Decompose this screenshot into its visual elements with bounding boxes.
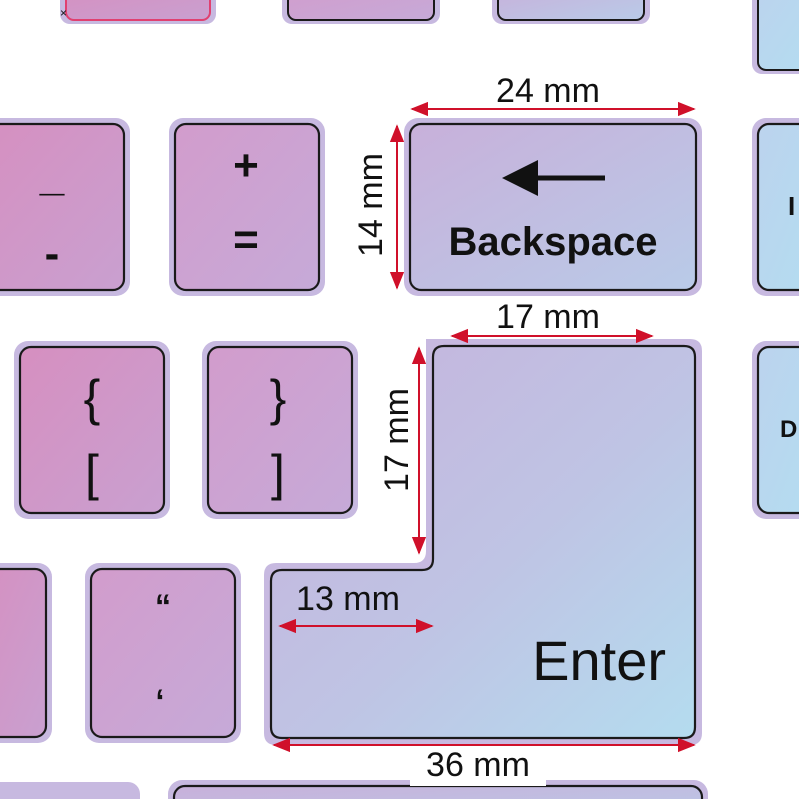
key-plus-top-glyph: +	[233, 141, 259, 190]
key-quote-top-glyph: “	[155, 588, 171, 624]
key-brace-close-top-glyph: }	[270, 370, 287, 426]
dimension-backspace-width: 24 mm	[410, 72, 696, 117]
partial-keys-top: ×	[60, 0, 799, 74]
dimension-enter-bottom-width-label: 36 mm	[426, 746, 530, 784]
dimension-enter-top-width: 17 mm	[450, 298, 654, 344]
key-brace-close[interactable]: } ]	[202, 341, 358, 519]
dimension-backspace-height-label: 14 mm	[352, 153, 390, 257]
key-brace-open-bottom-glyph: [	[85, 445, 99, 501]
key-minus-bottom-glyph: -	[45, 229, 60, 278]
key-plus[interactable]: + =	[169, 118, 325, 296]
key-enter-label: Enter	[532, 629, 666, 692]
dimension-enter-inner-width-label: 13 mm	[296, 580, 400, 618]
key-backspace-label: Backspace	[448, 220, 657, 264]
dimension-enter-inner-width: 13 mm	[278, 580, 434, 634]
dimension-enter-top-width-label: 17 mm	[496, 298, 600, 336]
key-enter[interactable]: Enter	[264, 339, 702, 745]
partial-key-right-2-label: D	[780, 416, 797, 443]
partial-key-right-1-label: I	[788, 191, 795, 221]
partial-key-left-bottom	[0, 563, 52, 743]
key-plus-bottom-glyph: =	[233, 215, 259, 264]
partial-keys-bottom	[0, 780, 708, 804]
dimension-enter-bottom-width: 36 mm	[272, 737, 696, 786]
dimension-backspace-height: 14 mm	[352, 124, 405, 290]
svg-text:×: ×	[60, 6, 67, 20]
key-minus[interactable]: _ -	[0, 118, 130, 296]
key-quote[interactable]: “ ‘	[85, 563, 241, 743]
dimension-enter-top-height: 17 mm	[378, 346, 427, 555]
partial-key-right-2: D	[752, 341, 799, 519]
key-minus-top-glyph: _	[39, 151, 65, 200]
key-brace-open-top-glyph: {	[84, 370, 101, 426]
key-brace-open[interactable]: { [	[14, 341, 170, 519]
dimension-backspace-width-label: 24 mm	[496, 72, 600, 110]
partial-key-right-1: I	[752, 118, 799, 296]
dimension-enter-top-height-label: 17 mm	[378, 388, 416, 492]
left-arrow-icon	[502, 160, 605, 196]
key-quote-bottom-glyph: ‘	[156, 683, 165, 719]
key-brace-close-bottom-glyph: ]	[271, 445, 285, 501]
key-backspace[interactable]: Backspace	[404, 118, 702, 296]
